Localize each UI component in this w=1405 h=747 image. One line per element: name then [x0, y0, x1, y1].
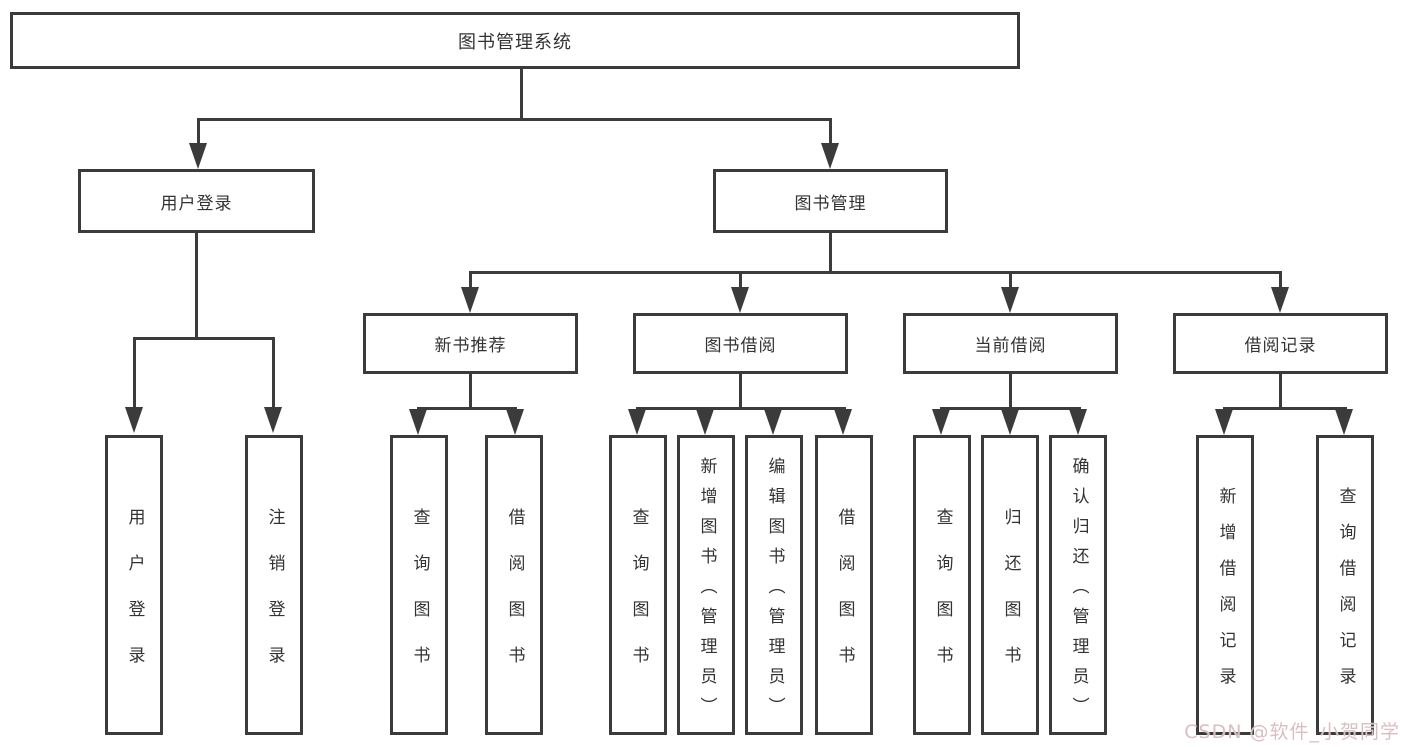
csdn-watermark: CSDN @软件_小贺同学 — [1184, 721, 1400, 743]
line — [469, 271, 1282, 274]
line — [469, 374, 472, 407]
line — [636, 407, 846, 410]
leaf-confirm-return-admin: 确认归还（管理员） — [1049, 435, 1107, 735]
line — [469, 271, 472, 289]
leaf-user-login: 用户登录 — [105, 435, 163, 735]
arrow-down-icon — [264, 407, 282, 433]
leaf-add-books-admin: 新增图书（管理员） — [677, 435, 735, 735]
line — [133, 337, 136, 409]
arrow-down-icon — [461, 287, 479, 313]
node-user-login-label: 用户登录 — [160, 193, 233, 214]
line — [133, 337, 275, 340]
arrow-down-icon — [1069, 409, 1087, 435]
line — [197, 118, 832, 121]
leaf-borrow-books: 借阅图书 — [815, 435, 873, 735]
node-current-borrowing: 当前借阅 — [903, 313, 1118, 374]
leaf-recommend-borrow-books: 借阅图书 — [485, 435, 543, 735]
line — [940, 407, 1081, 410]
arrow-down-icon — [932, 409, 950, 435]
line — [195, 233, 198, 337]
node-library-system: 图书管理系统 — [10, 12, 1020, 69]
leaf-return-books-label: 归还图书 — [1000, 507, 1021, 692]
line — [520, 69, 523, 118]
leaf-borrow-books-label: 借阅图书 — [834, 507, 855, 692]
arrow-down-icon — [189, 143, 207, 169]
line — [1009, 271, 1012, 289]
leaf-current-query-books-label: 查询图书 — [932, 507, 953, 692]
arrow-down-icon — [506, 409, 524, 435]
node-new-book-recommendation: 新书推荐 — [363, 313, 578, 374]
leaf-logout: 注销登录 — [245, 435, 303, 735]
node-new-book-recommendation-label: 新书推荐 — [434, 336, 507, 356]
leaf-query-borrow-record: 查询借阅记录 — [1316, 435, 1374, 735]
arrow-down-icon — [696, 409, 714, 435]
leaf-borrowing-query-books: 查询图书 — [609, 435, 667, 735]
leaf-current-query-books: 查询图书 — [913, 435, 971, 735]
node-book-borrowing: 图书借阅 — [633, 313, 848, 374]
line — [197, 118, 200, 146]
arrow-down-icon — [821, 143, 839, 169]
arrow-down-icon — [628, 409, 646, 435]
arrow-down-icon — [834, 409, 852, 435]
leaf-borrowing-query-books-label: 查询图书 — [628, 507, 649, 692]
leaf-edit-books-admin: 编辑图书（管理员） — [745, 435, 803, 735]
node-book-management: 图书管理 — [713, 169, 948, 233]
line — [417, 407, 517, 410]
arrow-down-icon — [1001, 287, 1019, 313]
line — [1279, 271, 1282, 289]
leaf-add-books-admin-label: 新增图书（管理员） — [696, 456, 717, 727]
node-book-management-label: 图书管理 — [794, 193, 867, 214]
node-user-login: 用户登录 — [78, 169, 315, 233]
arrow-down-icon — [1001, 409, 1019, 435]
node-borrowing-records: 借阅记录 — [1173, 313, 1388, 374]
arrow-down-icon — [731, 287, 749, 313]
arrow-down-icon — [409, 409, 427, 435]
node-book-borrowing-label: 图书借阅 — [704, 336, 777, 356]
leaf-query-borrow-record-label: 查询借阅记录 — [1335, 486, 1356, 703]
leaf-logout-label: 注销登录 — [264, 507, 285, 692]
node-library-system-label: 图书管理系统 — [458, 31, 572, 53]
arrow-down-icon — [125, 407, 143, 433]
leaf-user-login-label: 用户登录 — [124, 507, 145, 692]
arrow-down-icon — [1215, 409, 1233, 435]
leaf-confirm-return-admin-label: 确认归还（管理员） — [1068, 456, 1089, 727]
leaf-edit-books-admin-label: 编辑图书（管理员） — [764, 456, 785, 727]
leaf-recommend-borrow-books-label: 借阅图书 — [504, 507, 525, 692]
arrow-down-icon — [1335, 409, 1353, 435]
line — [1279, 374, 1282, 407]
node-current-borrowing-label: 当前借阅 — [974, 336, 1047, 356]
leaf-recommend-query-books-label: 查询图书 — [409, 507, 430, 692]
line — [829, 118, 832, 146]
node-borrowing-records-label: 借阅记录 — [1244, 336, 1317, 356]
leaf-return-books: 归还图书 — [981, 435, 1039, 735]
line — [739, 374, 742, 407]
arrow-down-icon — [1271, 287, 1289, 313]
line — [1223, 407, 1347, 410]
leaf-add-borrow-record-label: 新增借阅记录 — [1215, 486, 1236, 703]
line — [829, 233, 832, 271]
line — [272, 337, 275, 409]
leaf-recommend-query-books: 查询图书 — [390, 435, 448, 735]
arrow-down-icon — [764, 409, 782, 435]
leaf-add-borrow-record: 新增借阅记录 — [1196, 435, 1254, 735]
line — [1009, 374, 1012, 407]
line — [739, 271, 742, 289]
